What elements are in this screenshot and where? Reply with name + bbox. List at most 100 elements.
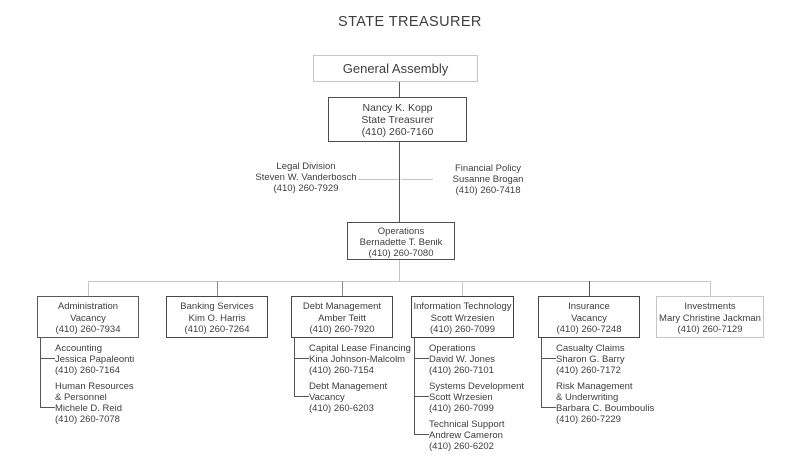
node-general-assembly: General Assembly [313,55,478,82]
division-phone: (410) 260-7920 [309,324,375,335]
connector-tick [40,358,55,359]
unit-phone: (410) 260-6203 [309,403,374,414]
connector-tick [40,407,55,408]
division-phone: (410) 260-7099 [430,324,495,335]
advisor-title: Financial Policy [455,163,521,174]
node-division-banking-services: Banking Services Kim O. Harris (410) 260… [166,296,268,338]
unit-accounting: Accounting Jessica Papaleonti (410) 260-… [55,343,173,376]
treasurer-phone: (410) 260-7160 [361,126,434,138]
connector-spine [88,281,710,282]
unit-name: Jessica Papaleonti [55,354,135,365]
advisor-phone: (410) 260-7418 [455,184,521,196]
unit-phone: (410) 260-7229 [556,414,621,425]
unit-systems-development: Systems Development Scott Wrzesien (410)… [429,381,547,414]
unit-title: Debt Management [309,381,388,392]
connector-legal [358,179,399,180]
division-name: Scott Wrzesien [430,312,495,324]
operations-phone: (410) 260-7080 [368,248,434,259]
connector-financial [401,179,433,180]
unit-title: Accounting [55,343,103,354]
division-phone: (410) 260-7264 [184,324,250,335]
connector-drop-banking [217,281,218,296]
unit-casualty-claims: Casualty Claims Sharon G. Barry (410) 26… [556,343,674,376]
unit-phone: (410) 260-6202 [429,441,494,452]
node-division-insurance: Insurance Vacancy (410) 260-7248 [538,296,640,338]
division-name: Kim O. Harris [188,312,246,324]
advisor-name: Susanne Brogan [452,173,524,185]
advisor-name: Steven W. Vanderbosch [255,171,357,183]
unit-human-resources: Human Resources & Personnel Michele D. R… [55,381,173,425]
division-title: Banking Services [180,301,254,312]
node-division-information-technology: Information Technology Scott Wrzesien (4… [411,296,514,338]
page-title: STATE TREASURER [338,14,482,30]
unit-technical-support: Technical Support Andrew Cameron (410) 2… [429,419,547,452]
division-name: Vacancy [70,312,106,324]
unit-name: Michele D. Reid [55,403,123,414]
division-phone: (410) 260-7248 [556,324,622,335]
unit-title: Casualty Claims [556,343,625,354]
connector-tick [294,396,309,397]
node-division-administration: Administration Vacancy (410) 260-7934 [37,296,139,338]
operations-name: Bernadette T. Benik [359,237,443,248]
division-name: Vacancy [571,312,607,324]
division-title: Administration [57,301,119,312]
connector-tick [294,358,309,359]
unit-risk-management: Risk Management & Underwriting Barbara C… [556,381,674,425]
advisor-title: Legal Division [276,161,336,172]
connector-admin-units [40,338,41,407]
treasurer-title: State Treasurer [361,114,434,126]
division-phone: (410) 260-7934 [55,324,121,335]
unit-title: Risk Management & Underwriting [556,381,633,403]
unit-name: David W. Jones [429,354,495,365]
node-operations: Operations Bernadette T. Benik (410) 260… [347,222,455,260]
node-treasurer: Nancy K. Kopp State Treasurer (410) 260-… [328,97,467,142]
unit-phone: (410) 260-7101 [429,365,494,376]
advisor-financial-policy: Financial Policy Susanne Brogan (410) 26… [433,163,543,196]
unit-name: Barbara C. Boumboulis [556,403,655,414]
connector-operations-spine [399,260,400,281]
connector-drop-insurance [589,281,590,296]
unit-name: Kina Johnson-Malcolm [309,354,406,365]
unit-title: Human Resources & Personnel [55,381,134,403]
division-title: Debt Management [302,301,382,312]
unit-name: Scott Wrzesien [429,392,493,403]
division-title: Information Technology [413,301,512,312]
connector-drop-it [462,281,463,296]
connector-ga-treasurer [399,82,400,97]
unit-title: Operations [429,343,476,354]
unit-phone: (410) 260-7078 [55,414,120,425]
unit-name: Vacancy [309,392,345,403]
unit-capital-lease-financing: Capital Lease Financing Kina Johnson-Mal… [309,343,427,376]
unit-phone: (410) 260-7154 [309,365,374,376]
division-name: Amber Teitt [318,312,366,324]
division-name: Mary Christine Jackman [659,312,761,324]
unit-title: Capital Lease Financing [309,343,411,354]
operations-title: Operations [377,226,425,237]
advisor-phone: (410) 260-7929 [273,182,339,194]
connector-it-units [414,338,415,434]
connector-debt-units [294,338,295,396]
connector-tick [541,407,556,408]
connector-treasurer-operations [399,142,400,222]
unit-phone: (410) 260-7164 [55,365,120,376]
connector-tick [414,434,429,435]
unit-name: Sharon G. Barry [556,354,625,365]
connector-tick [414,396,429,397]
connector-insurance-units [541,338,542,407]
unit-it-operations: Operations David W. Jones (410) 260-7101 [429,343,547,376]
unit-phone: (410) 260-7172 [556,365,621,376]
connector-drop-investments [710,281,711,296]
advisor-legal-division: Legal Division Steven W. Vanderbosch (41… [251,161,361,194]
node-division-investments: Investments Mary Christine Jackman (410)… [656,296,764,338]
node-division-debt-management: Debt Management Amber Teitt (410) 260-79… [291,296,393,338]
unit-name: Andrew Cameron [429,430,503,441]
connector-tick [414,358,429,359]
unit-title: Technical Support [429,419,505,430]
unit-title: Systems Development [429,381,525,392]
treasurer-name: Nancy K. Kopp [362,102,433,114]
unit-debt-management: Debt Management Vacancy (410) 260-6203 [309,381,427,414]
division-title: Investments [684,301,736,312]
unit-phone: (410) 260-7099 [429,403,494,414]
connector-drop-administration [88,281,89,296]
